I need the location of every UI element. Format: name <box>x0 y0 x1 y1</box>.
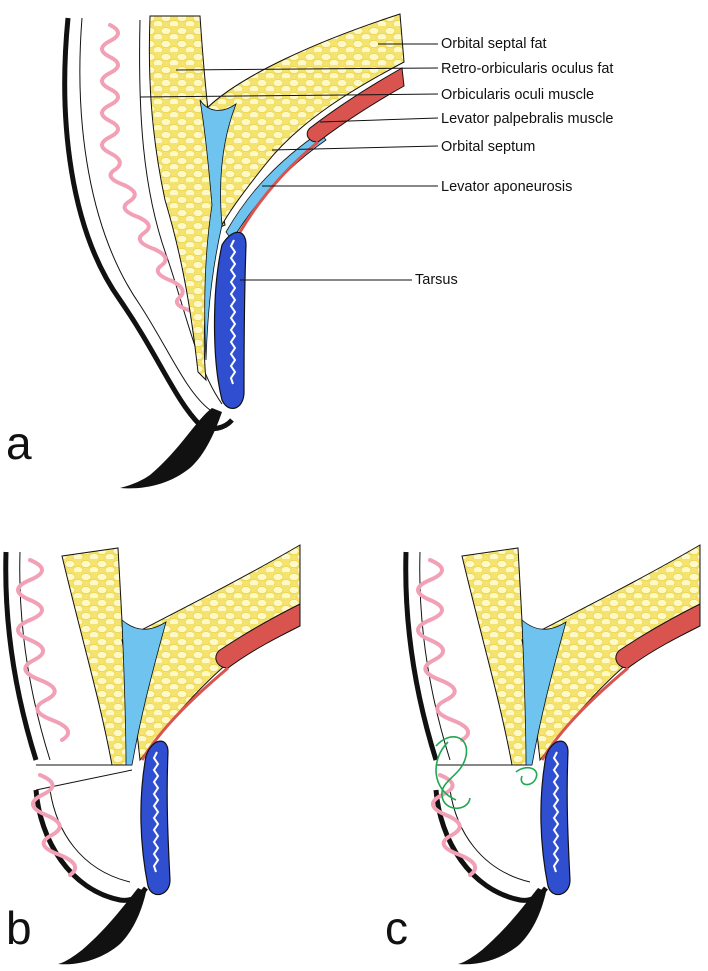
label-orbital-septum: Orbital septum <box>441 139 536 155</box>
skin-inner-lower-c <box>449 789 531 883</box>
leader-levator-muscle <box>319 117 439 123</box>
suture-skin <box>435 736 471 810</box>
tarsus-gland <box>229 239 237 385</box>
skin-outline-upper <box>3 551 39 761</box>
skin-outline-lower <box>33 789 148 903</box>
levator-muscle-c <box>615 603 701 669</box>
tarsus-gland-c <box>552 751 560 873</box>
orbital-septum-fill <box>199 99 237 361</box>
leader-orbicularis-oculi <box>139 93 439 98</box>
panel-a-diagram <box>62 13 439 489</box>
retro-orbicularis-fat-c <box>461 547 529 766</box>
suture-deep <box>515 766 538 786</box>
skin-inner-line <box>79 17 211 411</box>
orbital-septum-fill-b <box>121 619 167 766</box>
eyelash-c <box>458 888 546 965</box>
tarsus-plate-b <box>140 740 171 896</box>
orbital-septal-fat <box>204 13 405 227</box>
panel-letter-a: a <box>6 417 32 469</box>
label-levator-palpebralis-muscle: Levator palpebralis muscle <box>441 111 614 127</box>
tarsus-gland-b <box>152 751 160 873</box>
levator-muscle-b <box>215 603 301 669</box>
orbital-septum-fill-c <box>521 619 567 766</box>
skin-inner-upper <box>19 551 51 761</box>
retro-orbicularis-fat-b <box>61 547 129 766</box>
levator-muscle <box>306 67 405 143</box>
orbicularis-muscle-wave-b <box>16 558 78 877</box>
skin-outline-upper-c <box>403 551 439 761</box>
eyelash <box>120 408 222 489</box>
label-orbital-septal-fat: Orbital septal fat <box>441 36 547 52</box>
panel-c-diagram <box>403 544 701 965</box>
tarsus-plate <box>213 231 247 409</box>
panel-letter-b: b <box>6 902 32 954</box>
skin-inner-lower <box>49 789 131 883</box>
label-retro-orbicularis-fat: Retro-orbicularis oculus fat <box>441 61 614 77</box>
skin-outline-lower-c <box>433 789 548 903</box>
leader-retro-orbicularis-fat <box>175 67 439 71</box>
panel-b-diagram <box>3 544 301 965</box>
panel-letter-c: c <box>385 902 408 954</box>
label-tarsus: Tarsus <box>415 272 458 288</box>
label-orbicularis-oculi-muscle: Orbicularis oculi muscle <box>441 87 595 103</box>
label-levator-aponeurosis: Levator aponeurosis <box>441 179 573 195</box>
orbicularis-muscle-wave <box>100 23 206 327</box>
eyelash-b <box>58 888 146 965</box>
skin-inner-upper-c <box>419 551 451 761</box>
tarsus-plate-c <box>540 740 571 896</box>
leader-orbital-septum <box>271 145 439 151</box>
